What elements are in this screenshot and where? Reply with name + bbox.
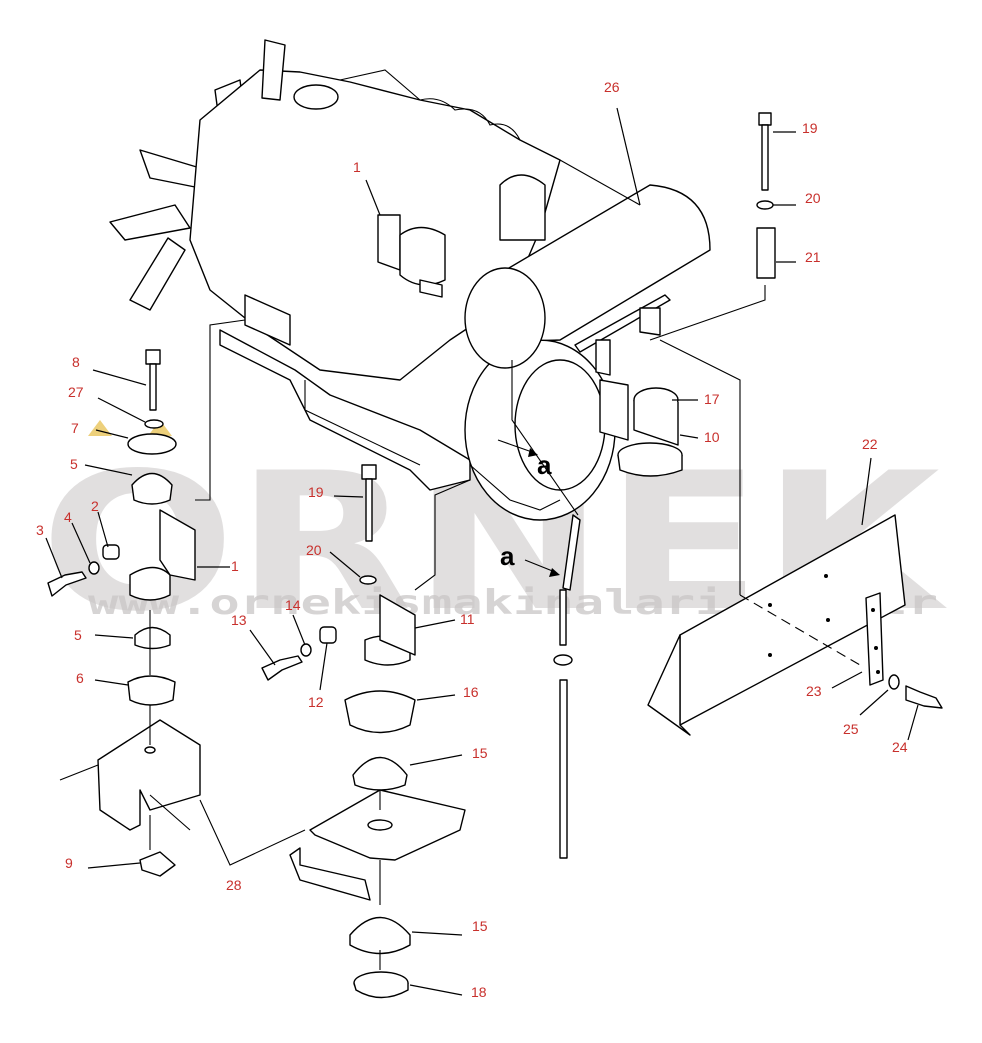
callout-1-engine-bracket: 1 — [353, 159, 361, 175]
callout-10: 10 — [704, 429, 720, 445]
cup-6 — [127, 675, 176, 706]
callout-15-upper: 15 — [472, 745, 488, 761]
callout-28: 28 — [226, 877, 242, 893]
callout-26: 26 — [604, 79, 620, 95]
callout-25: 25 — [843, 721, 859, 737]
callout-20-rear: 20 — [805, 190, 821, 206]
muffler-end-cap — [464, 267, 546, 369]
side-plate-flange — [647, 634, 691, 736]
left-mount-stack — [47, 319, 306, 877]
washer-25 — [888, 674, 900, 690]
callout-8: 8 — [72, 354, 80, 370]
callout-20-center: 20 — [306, 542, 322, 558]
washer-27 — [144, 419, 164, 429]
collar-12 — [319, 626, 337, 644]
rear-mount-bracket — [599, 379, 629, 441]
callout-12: 12 — [308, 694, 324, 710]
washer-14 — [300, 643, 312, 657]
callout-19-rear: 19 — [802, 120, 818, 136]
cushion-5-lower — [134, 626, 171, 650]
bracket-1-left-base — [129, 566, 171, 601]
callout-5-upper: 5 — [70, 456, 78, 472]
detail-mark-a-upper: a — [537, 450, 552, 480]
rear-bracket-right — [639, 307, 661, 336]
callouts: 1 1 2 3 4 5 5 6 7 8 9 10 11 12 13 14 15 … — [36, 79, 908, 1000]
callout-18: 18 — [471, 984, 487, 1000]
washer-20-rear — [756, 200, 774, 210]
callout-1-left-bracket: 1 — [231, 558, 239, 574]
bolt-19-center-head — [361, 464, 377, 480]
bolt-8-shank — [149, 363, 157, 411]
callout-15-lower: 15 — [472, 918, 488, 934]
clamp — [553, 654, 573, 666]
plate-7 — [127, 433, 177, 455]
callout-11: 11 — [460, 611, 475, 627]
detail-mark-a-lower: a — [500, 541, 515, 571]
callout-19-center: 19 — [308, 484, 324, 500]
callout-27: 27 — [68, 384, 84, 400]
watermark-logo-mark-2 — [148, 420, 172, 436]
cushion-5-upper — [131, 472, 173, 505]
leader-lines — [45, 107, 919, 996]
engine-assembly — [109, 39, 741, 595]
callout-5-lower: 5 — [74, 627, 82, 643]
fan-blade-bottom — [129, 237, 186, 311]
dipstick-assembly — [497, 360, 581, 859]
spacer-21 — [756, 227, 776, 279]
callout-14: 14 — [285, 597, 301, 613]
bracket-11 — [379, 594, 416, 656]
bar-23 — [865, 592, 884, 686]
exhaust-pipe — [499, 174, 546, 241]
collar-2 — [102, 544, 120, 560]
callout-17: 17 — [704, 391, 720, 407]
oil-filler-cap — [293, 84, 339, 110]
engine-bracket-1 — [377, 214, 401, 271]
bolt-24 — [905, 685, 943, 709]
bolt-8-head — [145, 349, 161, 365]
frame-rail — [289, 847, 371, 901]
callout-13: 13 — [231, 612, 247, 628]
bolt-19-rear-head — [758, 112, 772, 126]
callout-4: 4 — [64, 509, 72, 525]
callout-23: 23 — [806, 683, 822, 699]
callout-7: 7 — [71, 420, 79, 436]
bracket-1-left — [159, 509, 196, 581]
callout-3: 3 — [36, 522, 44, 538]
callout-16: 16 — [463, 684, 479, 700]
callout-6: 6 — [76, 670, 84, 686]
rear-bolt-stack — [649, 112, 776, 341]
flywheel-housing-inner — [514, 359, 606, 491]
dipstick-guide — [562, 514, 581, 591]
dipstick-tube — [559, 589, 567, 646]
nut-9 — [139, 851, 176, 877]
callout-24: 24 — [892, 739, 908, 755]
bolt-19-rear-shank — [761, 124, 769, 191]
rear-bracket-left — [595, 339, 611, 376]
bolt-3 — [47, 571, 87, 597]
frame-support-left — [97, 719, 201, 831]
cushion-16 — [344, 690, 416, 734]
side-plate-assembly — [647, 514, 943, 736]
intake-pipe — [261, 39, 286, 101]
bolt-13 — [261, 655, 303, 681]
callout-22: 22 — [862, 436, 878, 452]
callout-2: 2 — [91, 498, 99, 514]
fan-blade-left — [109, 204, 191, 241]
front-mount-plate — [244, 294, 291, 346]
oil-pan — [219, 329, 471, 491]
washer-4 — [88, 561, 100, 575]
callout-9: 9 — [65, 855, 73, 871]
engine-rubber-mount-1 — [399, 226, 446, 286]
washer-20-center — [359, 575, 377, 585]
dipstick-rod — [559, 679, 568, 859]
cushion-15-upper — [352, 757, 408, 791]
bolt-19-center-shank — [365, 478, 373, 542]
callout-21: 21 — [805, 249, 821, 265]
center-mount-stack — [261, 464, 471, 999]
cushion-15-lower — [349, 916, 411, 955]
